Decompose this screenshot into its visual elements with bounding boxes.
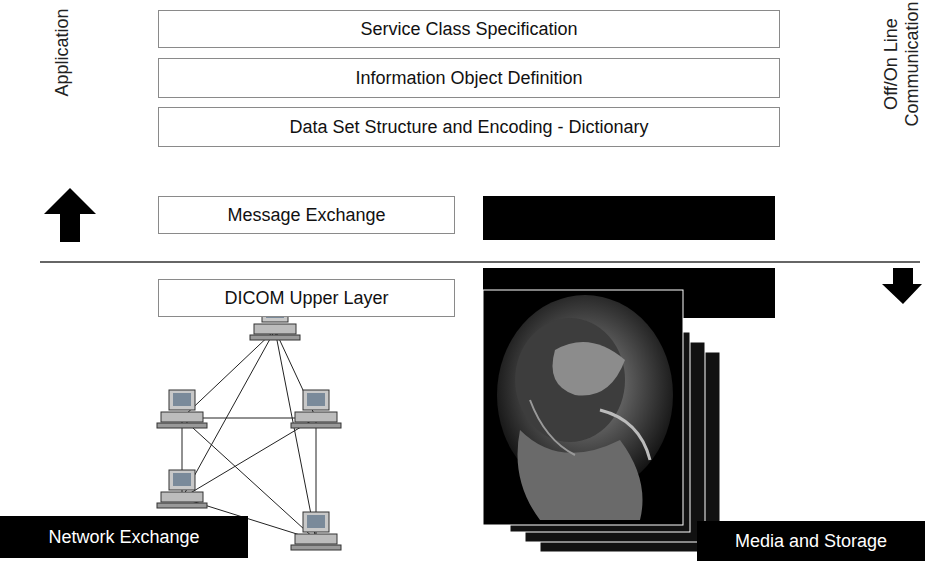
layer-box: Information Object Definition	[158, 58, 780, 98]
box-text: Media and Storage	[735, 530, 887, 552]
image-stack	[483, 290, 720, 552]
layer-box: Service Class Specification	[158, 10, 780, 48]
side-label: Application	[52, 0, 73, 107]
down-arrow	[882, 268, 922, 304]
layer-box: DICOM Upper Layer	[158, 279, 455, 317]
caption-box: Media and Storage	[697, 521, 925, 561]
box-text: Information Object Definition	[355, 67, 582, 89]
box-text: Service Class Specification	[360, 18, 577, 40]
side-label: Off/On Line Communication	[881, 1, 923, 127]
black-box	[483, 196, 775, 240]
computer-icons	[157, 302, 341, 550]
box-text: Network Exchange	[48, 526, 199, 548]
layer-box: Message Exchange	[158, 196, 455, 234]
up-arrow	[44, 188, 96, 242]
caption-box: Network Exchange	[0, 516, 248, 558]
box-text: DICOM Upper Layer	[224, 287, 388, 309]
layer-box: Data Set Structure and Encoding - Dictio…	[158, 107, 780, 147]
box-text: Message Exchange	[227, 204, 385, 226]
separator-line	[40, 261, 920, 263]
box-text: Data Set Structure and Encoding - Dictio…	[289, 116, 648, 138]
